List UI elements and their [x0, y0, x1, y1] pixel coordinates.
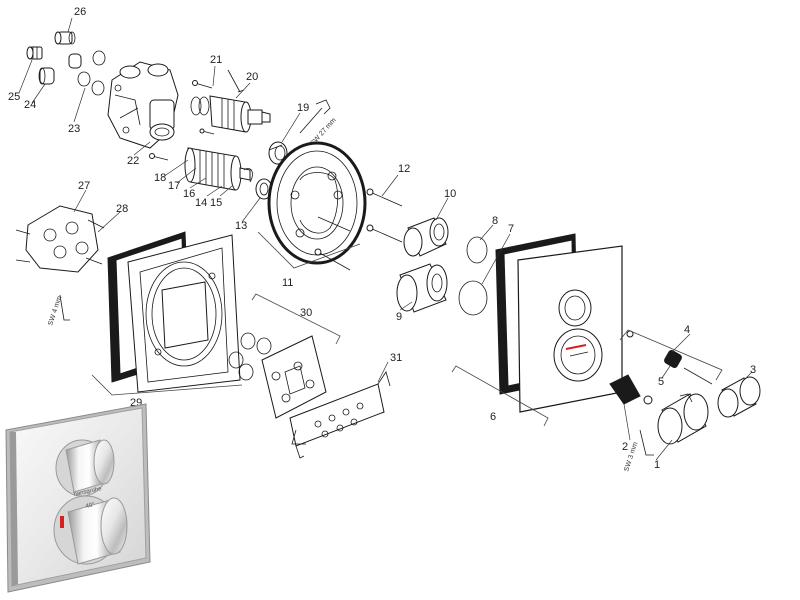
part-29-plaster-guard [107, 231, 241, 393]
callout-28: 28 [116, 203, 128, 215]
callout-4: 4 [684, 324, 690, 336]
callout-8: 8 [492, 215, 498, 227]
callout-14: 14 [195, 197, 207, 209]
callout-30: 30 [300, 307, 312, 319]
part-3-control-handle [717, 376, 761, 418]
part-24-sleeve [38, 67, 55, 85]
grouping-brackets [91, 231, 723, 427]
callout-6: 6 [490, 411, 496, 423]
part-27-rough-in-body [15, 205, 105, 273]
callout-1: 1 [654, 459, 660, 471]
part-8-o-ring [466, 236, 488, 264]
callout-24: 24 [24, 99, 36, 111]
callout-16: 16 [183, 188, 195, 200]
part-26b-sleeve [68, 53, 82, 69]
callout-labels: 1 2 3 4 5 6 7 8 9 10 11 12 13 14 15 16 1… [8, 6, 756, 471]
part-23-o-rings [77, 50, 106, 96]
photo-brand-label: hansgrohe [73, 486, 103, 498]
part-30-mounting-plate [228, 332, 327, 419]
callout-31: 31 [390, 352, 402, 364]
callout-5: 5 [658, 376, 664, 388]
part-11-mounting-ring [267, 141, 367, 265]
photo-temp-mark: 40° [85, 502, 96, 510]
part-9-extension [396, 263, 448, 313]
part-group-fittings [26, 31, 106, 96]
callout-23: 23 [68, 123, 80, 135]
callout-25: 25 [8, 91, 20, 103]
part-7-o-ring [458, 280, 488, 316]
part-4-spindle [626, 330, 713, 385]
part-6-trim-plate [495, 233, 623, 413]
part-31-mounting-bracket [289, 371, 391, 459]
product-photo: hansgrohe 40° [5, 403, 151, 593]
callout-7: 7 [508, 223, 514, 235]
part-21-hex-key [192, 69, 245, 93]
callout-20: 20 [246, 71, 258, 83]
callout-13: 13 [235, 220, 247, 232]
callout-12: 12 [398, 163, 410, 175]
callout-2: 2 [622, 441, 628, 453]
part-25-nut [26, 46, 43, 60]
callout-17: 17 [168, 180, 180, 192]
callout-22: 22 [127, 155, 139, 167]
callout-19: 19 [297, 102, 309, 114]
part-12-screws [314, 188, 403, 271]
callout-11: 11 [282, 277, 293, 289]
callout-15: 15 [210, 197, 222, 209]
part-20-cartridge [190, 95, 271, 133]
callout-18: 18 [154, 172, 166, 184]
sw-4-hex-key: SW 4 mm [47, 294, 70, 327]
part-22-valve-body [107, 61, 179, 149]
callout-26: 26 [74, 6, 86, 18]
part-19-nut [268, 141, 288, 165]
callout-3: 3 [750, 364, 756, 376]
sw-4-label: SW 4 mm [47, 295, 63, 327]
part-18-screws [149, 128, 215, 161]
callout-10: 10 [444, 188, 456, 200]
part-10-sleeve [403, 217, 449, 257]
leader-lines [18, 17, 753, 461]
part-2-adapter [609, 374, 653, 405]
part-14-thermostatic-cartridge [184, 147, 253, 191]
part-1-thermostat-handle [657, 393, 709, 445]
part-26-nipple [54, 31, 76, 45]
callout-21: 21 [210, 54, 222, 66]
hot-indicator [60, 516, 64, 528]
callout-9: 9 [396, 311, 402, 323]
photo-stop-knob [55, 439, 115, 497]
callout-27: 27 [78, 180, 90, 192]
photo-temperature-knob [53, 495, 128, 565]
